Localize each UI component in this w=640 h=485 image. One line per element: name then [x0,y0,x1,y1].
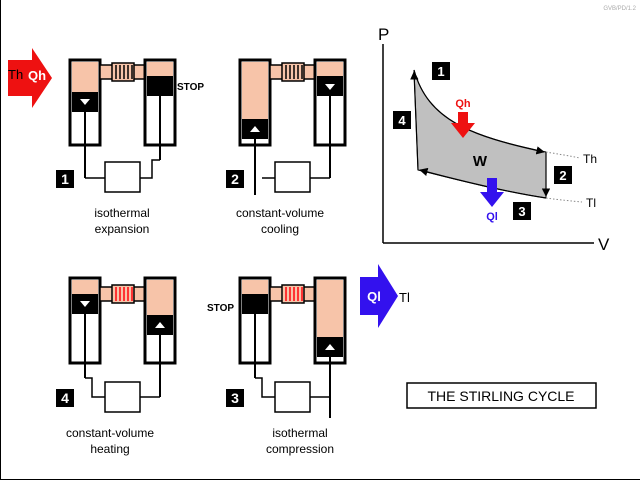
pv-badge-1-label: 1 [437,64,444,79]
flywheel-box [104,161,141,193]
heat-out-arrow [360,264,398,328]
caption-line1: isothermal [272,426,327,440]
flywheel-box [104,381,141,413]
regenerator-mesh-icon [285,65,303,79]
step-badge [56,170,74,188]
down-arrow-icon [80,99,90,105]
step-number: 2 [231,171,239,187]
heat-in-arrow-label: Qh [28,68,46,83]
caption-line1: isothermal [94,206,149,220]
regenerator-hot-mesh-icon [285,287,303,301]
isotherm-cold-label: Tl [586,196,596,210]
hot-reservoir-label: Th [8,67,23,82]
step-number: 1 [61,171,69,187]
pv-diagram: P V Th Tl Qh Ql W 1 2 3 4 [378,25,610,254]
heat-out-arrow-label: Ql [367,289,381,304]
process-3-path [419,167,547,199]
engine-step-3: STOP 3 isothermal compression Ql Tl [207,264,410,456]
step-badge [56,389,74,407]
up-arrow-icon [250,126,260,132]
heat-in-arrow [8,48,52,108]
caption-line2: heating [90,442,129,456]
caption-line1: constant-volume [66,426,154,440]
step-number: 4 [61,390,69,406]
hot-gas [242,62,268,119]
hot-gas [72,62,98,92]
isotherm-cold-line [545,197,583,203]
up-arrow-icon [155,322,165,328]
hot-gas [242,280,268,294]
caption-line2: compression [266,442,334,456]
caption-line1: constant-volume [236,206,324,220]
regenerator-mesh-icon [115,65,133,79]
stop-label: STOP [207,303,234,314]
caption-line2: expansion [95,222,150,236]
p-axis-label: P [378,25,389,44]
heat-out-small-arrow [480,178,504,207]
flywheel-box [274,161,311,193]
flywheel-box [274,381,311,413]
process-4-path [410,71,419,171]
work-label: W [473,153,488,170]
v-axis-label: V [598,235,610,254]
stop-label: STOP [177,82,204,93]
engine-step-4: 4 constant-volume heating [56,276,177,456]
cold-gas [317,280,343,337]
pv-badge-4-label: 4 [398,113,406,128]
title-frame [406,382,597,409]
heat-in-small-arrow [451,112,475,138]
cold-piston [147,76,173,96]
hot-gas [72,280,98,294]
cold-gas [317,62,343,76]
engine-step-2: 2 constant-volume cooling [226,58,347,236]
heat-in-label: Qh [455,98,471,110]
isotherm-hot-label: Th [583,152,597,166]
up-arrow-icon [325,344,335,350]
pv-badge-3 [513,202,531,220]
down-arrow-icon [325,84,335,90]
step-badge [226,170,244,188]
cold-gas [147,280,173,315]
title-text: THE STIRLING CYCLE [427,388,574,404]
credit-text: GVB/PD/1.2 [603,6,636,12]
cold-gas [147,62,173,76]
pv-badge-1 [432,62,450,80]
hot-piston [242,294,268,314]
heat-out-label: Ql [486,211,498,223]
step-number: 3 [231,390,239,406]
down-arrow-icon [80,301,90,307]
pv-badge-2 [554,166,572,184]
caption-line2: cooling [261,222,299,236]
engine-step-1: Qh Th STOP 1 isothermal expansion [8,48,204,236]
pv-badge-4 [393,111,411,129]
title-box: THE STIRLING CYCLE [406,382,597,409]
pv-badge-2-label: 2 [559,168,566,183]
step-badge [226,389,244,407]
regenerator-hot-mesh-icon [115,287,133,301]
pv-badge-3-label: 3 [518,204,525,219]
isotherm-hot-line [545,151,581,159]
cold-reservoir-label: Tl [399,290,410,305]
